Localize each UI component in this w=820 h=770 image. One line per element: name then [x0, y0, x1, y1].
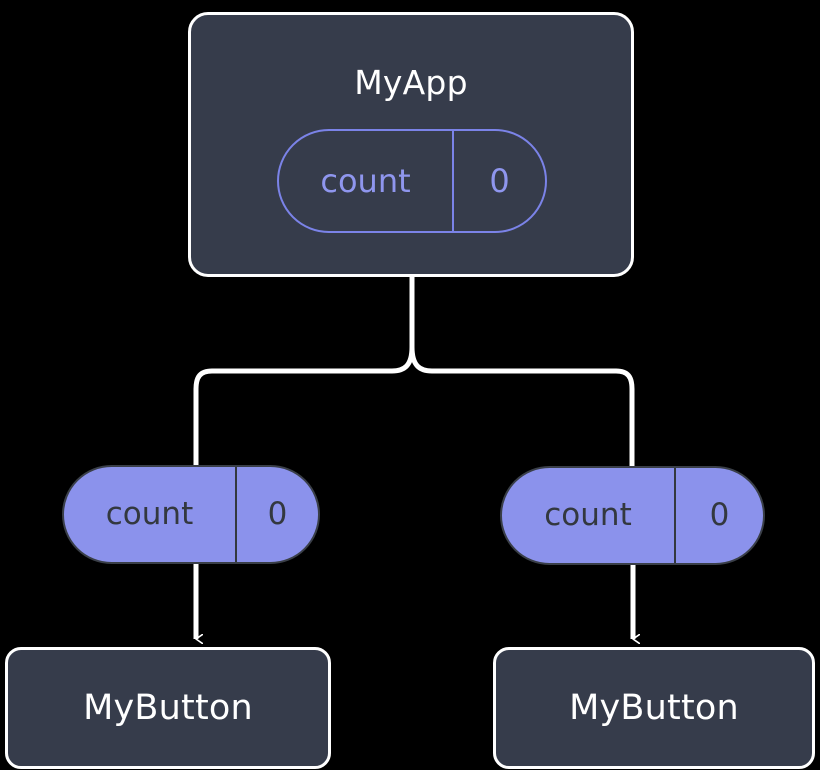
component-label-mybutton: MyButton: [83, 687, 253, 728]
prop-pill-value: 0: [267, 496, 288, 532]
component-label-myapp: MyApp: [354, 63, 468, 102]
prop-pill-right-count[interactable]: count 0: [500, 466, 765, 565]
component-label-mybutton: MyButton: [569, 687, 739, 728]
prop-pill-value: 0: [709, 497, 730, 533]
prop-pill-key: count: [502, 468, 676, 563]
edge-branch-right: [409, 344, 635, 470]
prop-pill-left-count[interactable]: count 0: [62, 465, 320, 564]
component-node-mybutton-right[interactable]: MyButton: [493, 647, 815, 769]
prop-pill-key: count: [64, 467, 237, 562]
component-node-mybutton-left[interactable]: MyButton: [5, 647, 331, 769]
state-pill-root-count[interactable]: count 0: [277, 129, 547, 233]
edge-branch-left: [193, 344, 415, 469]
state-pill-value: 0: [489, 162, 510, 200]
state-pill-key: count: [279, 131, 454, 231]
